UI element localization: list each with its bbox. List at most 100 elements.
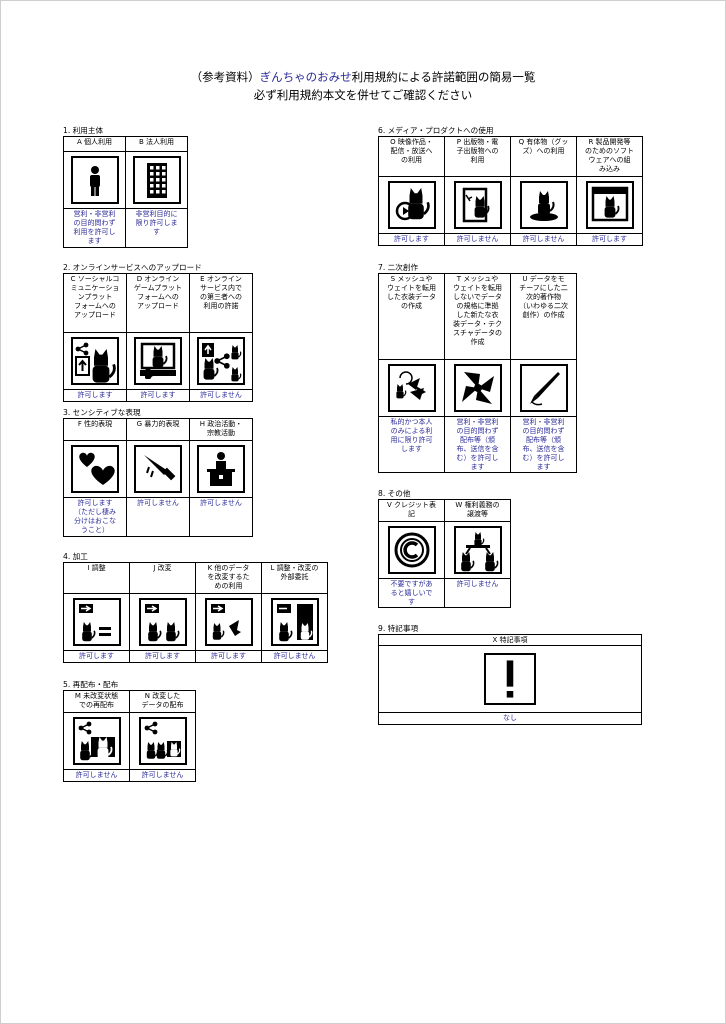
software-icon bbox=[585, 181, 634, 229]
item-image bbox=[379, 359, 444, 417]
item-image bbox=[64, 151, 125, 209]
item-heading: X 特記事項 bbox=[492, 636, 528, 644]
title-suffix: 利用規約による許諾範囲の簡易一覧 bbox=[351, 70, 536, 84]
item-image bbox=[445, 176, 510, 234]
permission-status: 許可しません bbox=[141, 771, 184, 779]
license-item: G 暴力的表現許可しません bbox=[126, 418, 190, 537]
license-table: C ソーシャルコ ミュニケーショ ンプラット フォームへの アップロード許可しま… bbox=[63, 273, 253, 402]
permission-status: 許可します bbox=[145, 652, 180, 660]
item-heading: N 改変した データの配布 bbox=[141, 692, 184, 709]
title-prefix: （参考資料） bbox=[190, 70, 260, 84]
permission-status: 許可します bbox=[79, 652, 114, 660]
item-heading: I 調整 bbox=[87, 564, 106, 572]
section-label: 9. 特記事項 bbox=[378, 624, 419, 633]
permission-status: 許可しません bbox=[137, 499, 179, 507]
item-image bbox=[130, 712, 195, 770]
license-item: J 改変許可します bbox=[129, 562, 196, 663]
license-item: R 製品開発等 のためのソフト ウェアへの組 み込み許可します bbox=[576, 136, 643, 246]
item-heading: P 出版物・電 子出版物への 利用 bbox=[456, 138, 499, 164]
item-heading: K 他のデータ を改変するた めの利用 bbox=[207, 564, 250, 590]
item-image bbox=[190, 440, 252, 498]
permission-status: 許可します bbox=[140, 391, 176, 399]
license-item: V クレジット表 記不要ですがあ ると嬉しいで す bbox=[378, 499, 445, 608]
permission-status: 許可しません bbox=[456, 235, 499, 243]
redistribute-icon bbox=[72, 717, 121, 765]
item-image bbox=[127, 332, 189, 390]
item-heading: H 政治活動・ 宗教活動 bbox=[199, 420, 243, 437]
license-item: P 出版物・電 子出版物への 利用許可しません bbox=[444, 136, 511, 246]
item-image bbox=[130, 593, 195, 651]
item-image bbox=[445, 521, 510, 579]
license-item: A 個人利用営利・非営利 の目的問わず 利用を許可し ます bbox=[63, 136, 126, 248]
permission-status: 許可します bbox=[77, 391, 113, 399]
mesh-reuse-icon bbox=[387, 364, 436, 412]
item-heading: B 法人利用 bbox=[138, 138, 175, 146]
game-upload-icon bbox=[134, 337, 182, 385]
license-item: S メッシュや ウェイトを転用 した衣装データ の作成私的かつ本人 のみによる利… bbox=[378, 273, 445, 473]
podium-icon bbox=[197, 445, 245, 493]
item-heading: V クレジット表 記 bbox=[386, 501, 436, 518]
permission-status: 営利・非営利 の目的問わず 利用を許可し ます bbox=[73, 210, 116, 245]
permission-status: 許可しません bbox=[522, 235, 565, 243]
license-item: E オンライン サービス内で の第三者への 利用の許諾許可しません bbox=[189, 273, 253, 402]
item-image bbox=[190, 332, 252, 390]
license-table: X 特記事項なし bbox=[378, 634, 642, 725]
item-image bbox=[64, 440, 126, 498]
publication-icon bbox=[453, 181, 502, 229]
item-heading: U データをモ チーフにした二 次的著作物 （いわゆる二次 創作）の作成 bbox=[519, 275, 568, 319]
item-image bbox=[379, 645, 641, 713]
title-brand: ぎんちゃのおみせ bbox=[259, 70, 352, 84]
section-label: 1. 利用主体 bbox=[63, 126, 104, 135]
building-icon bbox=[132, 156, 181, 204]
section-label: 5. 再配布・配布 bbox=[63, 680, 119, 689]
video-icon bbox=[387, 181, 436, 229]
permission-status: 許可しません bbox=[75, 771, 118, 779]
permission-status: 許可しません bbox=[200, 499, 242, 507]
item-heading: Q 有体物（グッ ズ）への利用 bbox=[518, 138, 569, 155]
item-image bbox=[511, 359, 576, 417]
license-item: M 未改変状態 での再配布許可しません bbox=[63, 690, 130, 782]
item-image bbox=[379, 176, 444, 234]
item-heading: F 性的表現 bbox=[77, 420, 113, 428]
page-title-line1: （参考資料）ぎんちゃのおみせ利用規約による許諾範囲の簡易一覧 bbox=[0, 70, 726, 85]
license-item: T メッシュや ウェイトを転用 しないでデータ の規格に準拠 した新たな衣 装デ… bbox=[444, 273, 511, 473]
adjust-icon bbox=[72, 598, 121, 646]
permission-status: 不要ですがあ ると嬉しいで す bbox=[390, 580, 433, 606]
license-table: V クレジット表 記不要ですがあ ると嬉しいで す W 権利義務の 譲渡等許可しま… bbox=[378, 499, 511, 608]
license-table: F 性的表現許可します （ただし棲み 分けはおこな うこと）G 暴力的表現許可し… bbox=[63, 418, 253, 537]
item-heading: D オンライン ゲームプラット フォームへの アップロード bbox=[133, 275, 183, 310]
item-heading: C ソーシャルコ ミュニケーショ ンプラット フォームへの アップロード bbox=[70, 275, 120, 319]
permission-status: 許可します bbox=[211, 652, 246, 660]
permission-status: 許可しません bbox=[200, 391, 242, 399]
permission-status: 営利・非営利 の目的問わず 配布等（頒 布、送信を含 む）を許可し ます bbox=[522, 418, 565, 471]
section-label: 2. オンラインサービスへのアップロード bbox=[63, 263, 202, 272]
transfer-icon bbox=[453, 526, 502, 574]
license-item: H 政治活動・ 宗教活動許可しません bbox=[189, 418, 253, 537]
permission-status: 私的かつ本人 のみによる利 用に限り許可 します bbox=[390, 418, 433, 453]
permission-status: 非営利目的に 限り許可しま す bbox=[135, 210, 178, 236]
permission-status: なし bbox=[503, 714, 517, 722]
modify-icon bbox=[138, 598, 187, 646]
license-table: S メッシュや ウェイトを転用 した衣装データ の作成私的かつ本人 のみによる利… bbox=[378, 273, 577, 473]
license-item: B 法人利用非営利目的に 限り許可しま す bbox=[125, 136, 188, 248]
item-heading: W 権利義務の 譲渡等 bbox=[455, 501, 500, 518]
ribbon-icon bbox=[204, 598, 253, 646]
new-costume-icon bbox=[453, 364, 502, 412]
item-image bbox=[64, 332, 126, 390]
copyright-icon bbox=[387, 526, 436, 574]
social-upload-icon bbox=[71, 337, 119, 385]
section-label: 4. 加工 bbox=[63, 552, 88, 561]
item-image bbox=[379, 521, 444, 579]
permission-status: 許可しません bbox=[456, 580, 499, 588]
person-icon bbox=[70, 156, 119, 204]
